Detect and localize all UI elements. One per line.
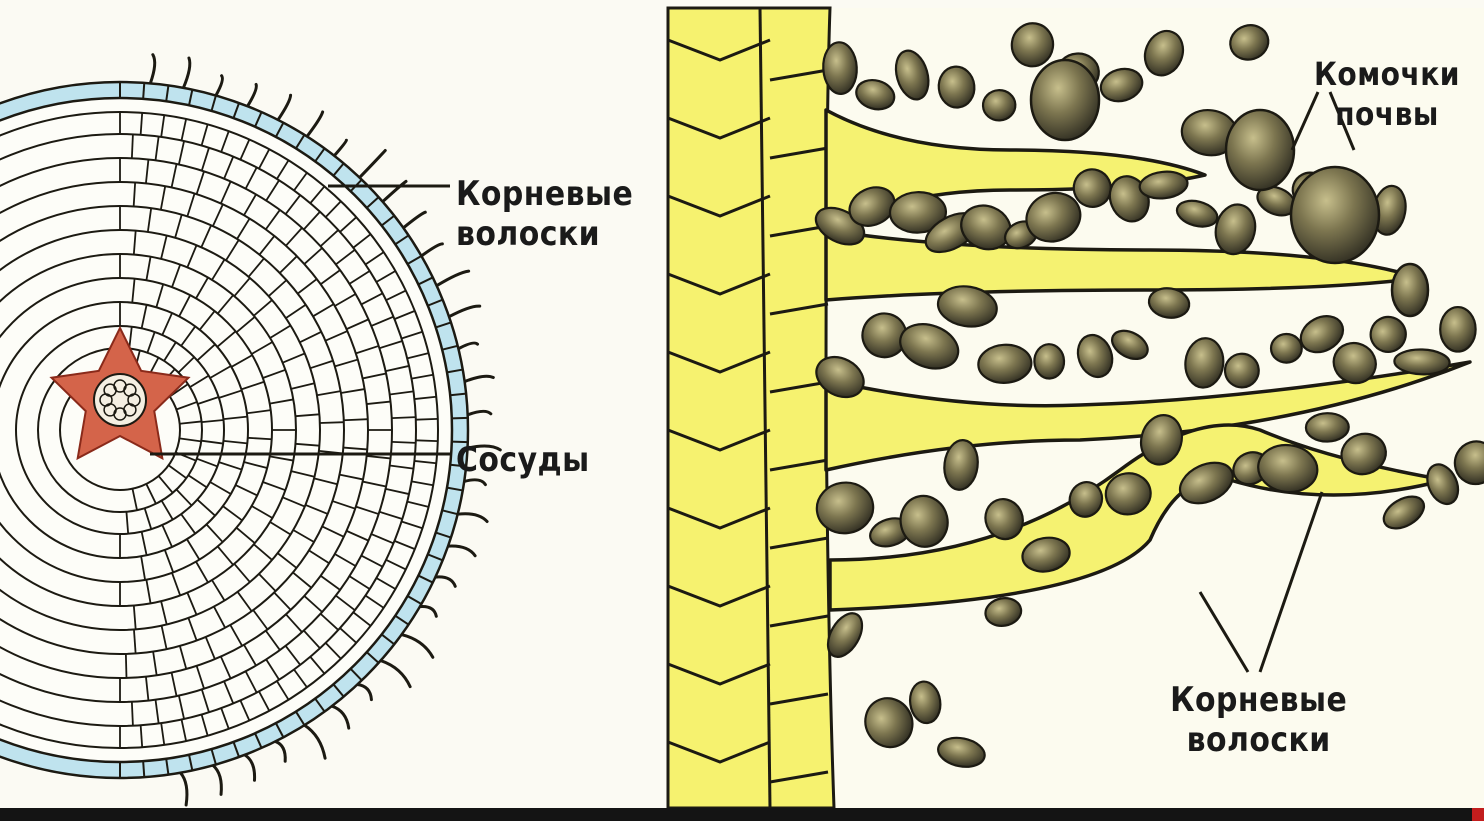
soil-clump <box>1440 307 1475 352</box>
root-hair <box>464 480 485 485</box>
soil-clump <box>1034 344 1065 379</box>
soil-clump <box>1394 349 1450 376</box>
label-root-hairs-right: Корневые волоски <box>1170 680 1347 760</box>
cell-wall <box>392 417 416 418</box>
root-hair <box>465 376 494 381</box>
root-hair <box>403 212 425 228</box>
label-soil-clumps-line2: почвы <box>1314 94 1460 134</box>
epidermis-cell <box>143 761 144 777</box>
root-hair <box>420 607 436 617</box>
root-hair <box>307 112 323 137</box>
label-vessels: Сосуды <box>456 440 590 480</box>
root-hair <box>448 546 475 556</box>
root-hair <box>248 84 257 106</box>
root-hair <box>421 244 442 256</box>
epidermis-cell <box>452 418 468 419</box>
root-hair <box>183 58 189 88</box>
cell-wall <box>392 442 416 443</box>
root-hair <box>304 725 325 758</box>
root-hair <box>383 181 406 201</box>
cell-wall <box>416 419 438 420</box>
root-hair <box>278 95 291 120</box>
soil-clump <box>982 89 1016 121</box>
root-hair <box>180 773 187 805</box>
root-cross-section <box>0 55 500 805</box>
label-root-hairs-left: Корневые волоски <box>456 174 633 254</box>
root-hair <box>360 150 386 177</box>
soil-clump-large <box>1392 264 1428 316</box>
soil-clump <box>1306 413 1349 442</box>
root-hair <box>381 661 410 687</box>
root-hair <box>275 741 285 761</box>
label-root-hairs-right-line1: Корневые <box>1170 680 1347 720</box>
root-hair <box>213 765 221 794</box>
soil-clump-large <box>1226 110 1294 190</box>
label-root-hairs-left-line1: Корневые <box>456 174 633 214</box>
soil-clump <box>1271 334 1302 363</box>
root-hair <box>402 635 433 658</box>
corner-mark <box>1472 808 1484 821</box>
root-hair <box>437 271 469 286</box>
root-hair <box>468 411 491 415</box>
cell-wall <box>416 440 438 441</box>
bottom-border <box>0 808 1484 821</box>
soil-clump-large <box>1031 60 1099 140</box>
root-hair <box>458 343 477 349</box>
cell-wall <box>320 422 344 423</box>
cell-wall <box>132 702 133 726</box>
root-hair <box>150 55 154 84</box>
root-hair <box>332 706 349 728</box>
root-hair <box>334 140 346 156</box>
root-hair <box>245 755 255 780</box>
central-vessel <box>94 374 146 426</box>
label-soil-clumps-line1: Комочки <box>1314 54 1460 94</box>
cell-wall <box>126 654 127 678</box>
label-soil-clumps: Комочки почвы <box>1314 54 1460 134</box>
cell-wall <box>344 419 368 420</box>
root-hair <box>449 306 480 317</box>
epidermis-cell <box>143 83 144 99</box>
root-hair <box>435 577 455 586</box>
soil-clump-large <box>1291 167 1379 263</box>
cell-wall <box>132 134 133 158</box>
root-hair <box>357 685 371 700</box>
root-hair <box>216 76 222 96</box>
label-root-hairs-left-line2: волоски <box>456 214 633 254</box>
label-root-hairs-right-line2: волоски <box>1170 720 1347 760</box>
root-hair <box>458 514 487 522</box>
